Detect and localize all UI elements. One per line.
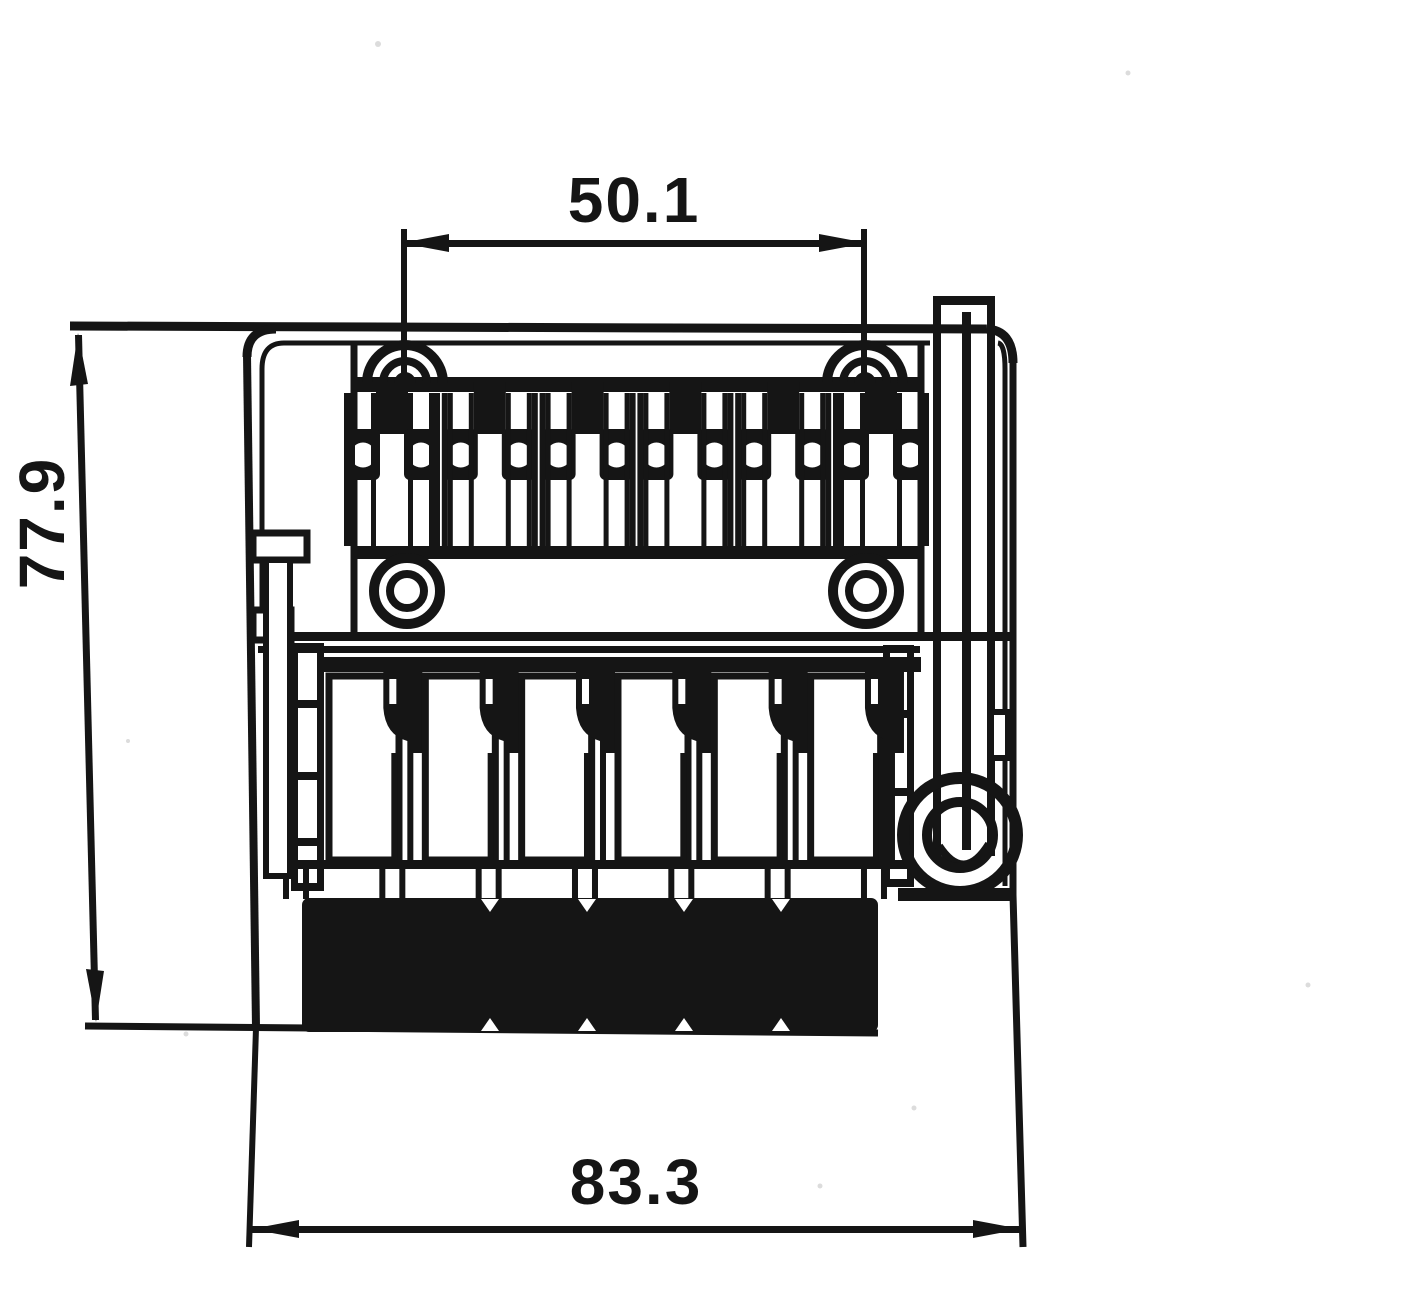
saddle-comb	[344, 382, 929, 546]
extension-line	[861, 229, 867, 385]
mount-ring-hole-left	[369, 553, 445, 629]
dimension-left: 77.9	[6, 333, 104, 1022]
extension-line	[401, 229, 407, 385]
dimension-bottom: 83.3	[251, 1146, 1021, 1238]
arrow-left-icon	[401, 234, 449, 252]
dimension-top: 50.1	[401, 164, 867, 385]
arrow-right-icon	[973, 1220, 1021, 1238]
arrow-down-icon	[86, 969, 104, 1022]
arm-socket	[897, 772, 1023, 901]
arrow-up-icon	[70, 333, 88, 386]
left-bracket	[249, 529, 324, 891]
tremolo-arm	[933, 296, 1011, 869]
arrow-right-icon	[819, 234, 867, 252]
right-bracket	[883, 645, 914, 887]
dimension-line	[401, 240, 867, 247]
dimension-top-label: 50.1	[568, 164, 701, 236]
dimension-left-label: 77.9	[6, 457, 78, 590]
mount-ring-hole-right	[828, 553, 904, 629]
dimension-line	[251, 1226, 1021, 1233]
arrow-left-icon	[251, 1220, 299, 1238]
dimension-line	[75, 335, 99, 1020]
dimension-bottom-label: 83.3	[570, 1146, 703, 1218]
tremolo-block	[302, 898, 878, 1032]
scan-noise	[126, 41, 1311, 1189]
saddle-row	[283, 657, 921, 899]
